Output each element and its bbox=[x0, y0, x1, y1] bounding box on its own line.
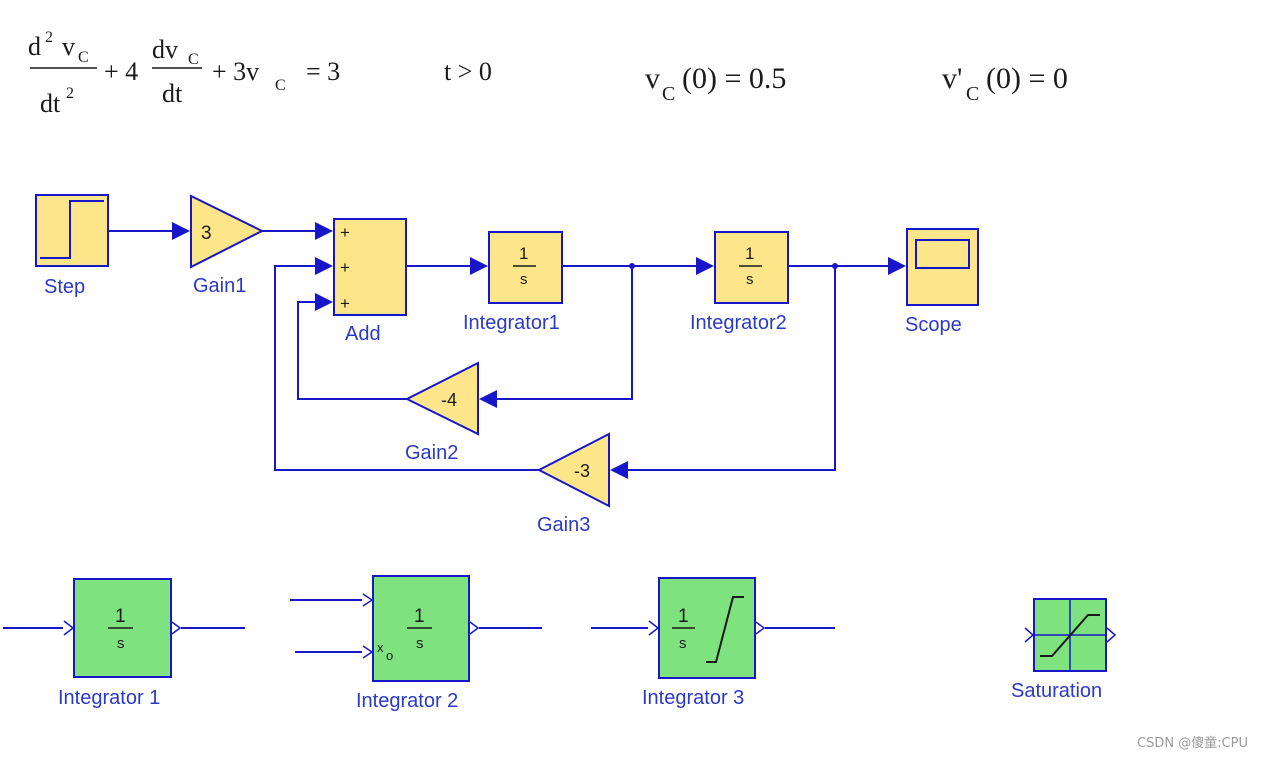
integrator2-num: 1 bbox=[745, 244, 754, 263]
integrator1-block[interactable]: 1 s bbox=[488, 231, 563, 304]
eq-v-sub: C bbox=[78, 49, 89, 66]
eq-dt-2: dt bbox=[162, 79, 183, 108]
eq-rhs: = 3 bbox=[306, 57, 340, 86]
gain1-label: Gain1 bbox=[193, 275, 246, 297]
ode-equation: d 2 v C dt 2 + 4 dv C dt + 3v C = 3 t > … bbox=[28, 29, 1068, 118]
output-port-icon bbox=[755, 621, 766, 635]
library-int1-label: Integrator 1 bbox=[58, 687, 160, 709]
add-sign-3: + bbox=[340, 294, 350, 313]
arrow-gain2-in bbox=[479, 390, 497, 408]
library-integrator-1[interactable]: 1 s bbox=[3, 578, 245, 678]
wire-gain2-add bbox=[297, 301, 407, 400]
integrator1-label: Integrator1 bbox=[463, 312, 560, 334]
add-sign-1: + bbox=[340, 223, 350, 242]
ic1-v: v bbox=[645, 62, 660, 95]
eq-dt: dt bbox=[40, 89, 61, 118]
scope-block[interactable] bbox=[906, 228, 979, 306]
ic1-sub: C bbox=[662, 83, 675, 105]
signal-wires bbox=[108, 222, 906, 479]
arrow-add-in3 bbox=[315, 293, 333, 311]
gain2-block[interactable]: -4 bbox=[404, 361, 479, 436]
eq-dv-sub: C bbox=[188, 51, 199, 68]
arrow-add-in2 bbox=[315, 257, 333, 275]
arrow-scope-in bbox=[888, 257, 906, 275]
library-int3-label: Integrator 3 bbox=[642, 687, 744, 709]
library-int2-label: Integrator 2 bbox=[356, 690, 458, 712]
ic1-rest: (0) = 0.5 bbox=[682, 62, 786, 95]
add-block[interactable]: + + + bbox=[333, 218, 407, 316]
saturation-curve-icon bbox=[1040, 614, 1100, 657]
eq-d2-sup: 2 bbox=[45, 29, 53, 46]
integrator2-label: Integrator2 bbox=[690, 312, 787, 334]
eq-v: v bbox=[62, 32, 75, 61]
input-port-icon bbox=[362, 593, 374, 607]
gain3-block[interactable]: -3 bbox=[536, 432, 610, 508]
integrator2-den: s bbox=[746, 271, 754, 288]
eq-dt-sup: 2 bbox=[66, 85, 74, 102]
library-saturation-label: Saturation bbox=[1011, 680, 1102, 702]
library-saturation[interactable] bbox=[1024, 598, 1117, 672]
output-port-icon bbox=[171, 621, 182, 635]
watermark-text: CSDN @傻童:CPU bbox=[1137, 735, 1248, 751]
ic2-v: v' bbox=[942, 62, 962, 95]
step-block[interactable] bbox=[35, 194, 109, 267]
library-int2-num: 1 bbox=[414, 606, 425, 627]
library-integrator-2[interactable]: 1 s x o bbox=[290, 575, 542, 682]
library-int3-num: 1 bbox=[678, 606, 689, 627]
limit-curve-icon bbox=[706, 596, 744, 663]
library-int3-den: s bbox=[679, 635, 687, 652]
scope-screen-icon bbox=[915, 239, 970, 269]
ic2-rest: (0) = 0 bbox=[986, 62, 1068, 95]
integrator2-block[interactable]: 1 s bbox=[714, 231, 789, 304]
library-int1-num: 1 bbox=[115, 606, 126, 627]
ic2-sub: C bbox=[966, 83, 979, 105]
add-label: Add bbox=[345, 323, 381, 345]
output-port-icon bbox=[469, 621, 480, 635]
step-label: Step bbox=[44, 276, 85, 298]
gain2-value: -4 bbox=[441, 390, 457, 410]
wire-fb-gain2 bbox=[490, 266, 633, 400]
scope-label: Scope bbox=[905, 314, 962, 336]
arrow-int1-in bbox=[470, 257, 488, 275]
gain1-block[interactable]: 3 bbox=[190, 194, 265, 269]
arrow-int2-in bbox=[696, 257, 714, 275]
library-integrator-3[interactable]: 1 s bbox=[591, 577, 835, 679]
eq-dv: dv bbox=[152, 35, 178, 64]
input-port-icon bbox=[63, 620, 75, 636]
output-port-icon bbox=[1106, 627, 1117, 643]
integrator1-num: 1 bbox=[519, 244, 528, 263]
initial-condition-port-icon bbox=[362, 645, 374, 659]
gain1-value: 3 bbox=[201, 223, 212, 244]
gain3-value: -3 bbox=[574, 461, 590, 481]
arrow-gain1-in bbox=[172, 222, 190, 240]
library-int2-port: x bbox=[377, 640, 384, 655]
eq-tail-sub: C bbox=[275, 77, 286, 94]
eq-tail: + 3v bbox=[212, 57, 259, 86]
gain2-label: Gain2 bbox=[405, 442, 458, 464]
library-int1-den: s bbox=[117, 635, 125, 652]
gain3-label: Gain3 bbox=[537, 514, 590, 536]
eq-d2-d: d bbox=[28, 32, 41, 61]
add-sign-2: + bbox=[340, 258, 350, 277]
library-int2-den: s bbox=[416, 635, 424, 652]
library-int2-port-sub: o bbox=[386, 648, 393, 663]
wire-gain3-add bbox=[274, 265, 539, 471]
input-port-icon bbox=[1024, 627, 1035, 643]
input-port-icon bbox=[648, 620, 660, 636]
arrow-gain3-in bbox=[610, 461, 628, 479]
step-icon bbox=[40, 200, 104, 259]
integrator1-den: s bbox=[520, 271, 528, 288]
arrow-add-in1 bbox=[315, 222, 333, 240]
wire-fb-gain3 bbox=[622, 266, 836, 471]
eq-plus4: + 4 bbox=[104, 57, 138, 86]
eq-time-condition: t > 0 bbox=[444, 57, 492, 86]
